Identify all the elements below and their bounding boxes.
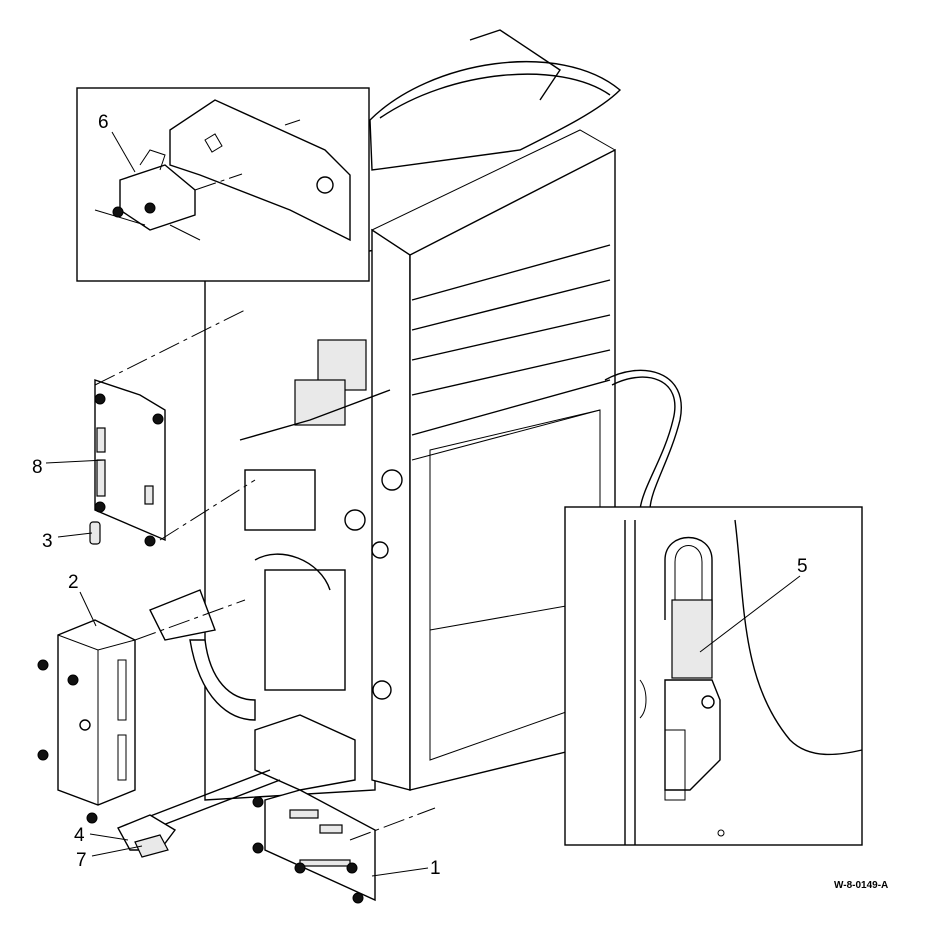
item-8-pwb <box>94 309 256 547</box>
leader-lines <box>45 131 801 877</box>
callout-4: 4 <box>74 825 85 846</box>
callout-3: 3 <box>42 531 53 552</box>
figure-id: W-8-0149-A <box>834 880 888 891</box>
callout-7: 7 <box>76 850 87 871</box>
item-2-cover <box>37 599 246 824</box>
item-4-harness <box>117 769 281 858</box>
main-chassis <box>149 29 682 801</box>
callout-6: 6 <box>98 112 109 133</box>
callout-2: 2 <box>68 572 79 593</box>
callout-8: 8 <box>32 457 43 478</box>
callout-5: 5 <box>797 556 808 577</box>
inset-switch-detail <box>76 87 370 282</box>
callout-1: 1 <box>430 858 441 879</box>
inset-sensor-detail <box>564 506 863 846</box>
item-1-pwb <box>252 789 436 904</box>
